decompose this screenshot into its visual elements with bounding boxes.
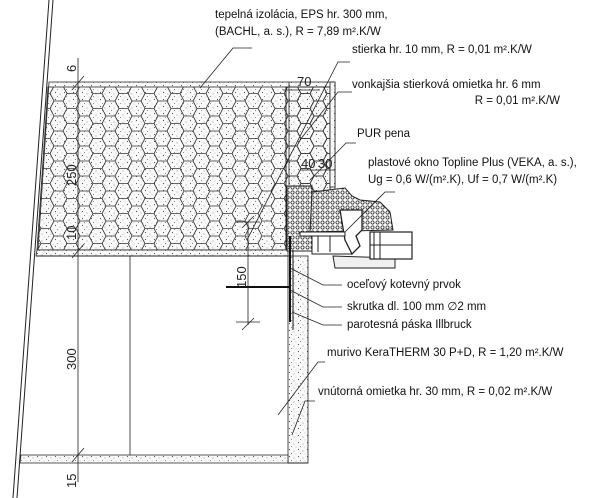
label-okno-2: Ug = 0,6 W/(m².K), Uf = 0,7 W/(m².K): [368, 174, 557, 186]
dim-300: 300: [64, 348, 79, 370]
dim-250: 250: [64, 164, 79, 186]
label-paska: parotesná páska Illbruck: [347, 319, 472, 331]
dim-10: 10: [64, 226, 79, 240]
dim-40: 40: [301, 156, 315, 171]
dim-30: 30: [318, 156, 332, 171]
leader-lines: [199, 47, 395, 436]
label-insulation-2: (BACHL, a. s.), R = 7,89 m².K/W: [215, 26, 381, 38]
dim-6: 6: [64, 65, 79, 72]
label-omietka-ext-2: R = 0,01 m².K/W: [475, 95, 560, 107]
dim-150: 150: [234, 266, 249, 288]
steel-anchor: [226, 236, 294, 330]
dim-70: 70: [297, 74, 311, 89]
label-okno-1: plastové okno Topline Plus (VEKA, a. s.)…: [368, 157, 577, 169]
break-line: [12, 0, 54, 498]
label-kotva: oceľový kotevný prvok: [347, 279, 461, 291]
dim-15: 15: [64, 474, 79, 488]
window-frame: [286, 185, 413, 269]
label-skrutka: skrutka dl. 100 mm ∅2 mm: [347, 301, 486, 313]
label-insulation-1: tepelná izolácia, EPS hr. 300 mm,: [215, 9, 388, 21]
label-omietka-int: vnútorná omietka hr. 30 mm, R = 0,02 m².…: [318, 386, 552, 398]
label-pur: PUR pena: [357, 128, 411, 140]
label-omietka-ext-1: vonkajšia stierková omietka hr. 6 mm: [352, 79, 541, 91]
label-murivo: murivo KeraTHERM 30 P+D, R = 1,20 m².K/W: [327, 347, 564, 359]
label-stierka: stierka hr. 10 mm, R = 0,01 m².K/W: [352, 44, 532, 56]
dimension-lines: [71, 58, 335, 482]
